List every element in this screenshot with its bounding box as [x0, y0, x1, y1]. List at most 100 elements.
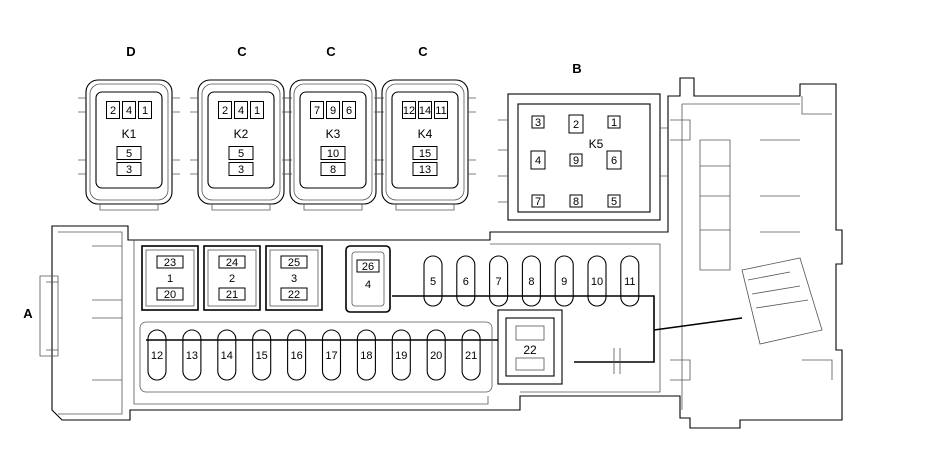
fuse-15-label: 15 [256, 350, 268, 362]
fuse-19: 19 [391, 329, 411, 381]
relay-k4-pin-14-label: 14 [419, 105, 431, 117]
relay-k4-pin-15: 15 [412, 146, 438, 160]
relay-k1-pin-3: 3 [116, 162, 142, 176]
relay-k3-pin-10-label: 10 [327, 148, 339, 160]
relay-k5 [498, 93, 668, 221]
fuse-11: 11 [620, 255, 640, 307]
relay-k2-name: K2 [234, 127, 249, 141]
relay-k5-pin-8: 8 [569, 194, 583, 208]
fuse-6-label: 6 [463, 276, 469, 288]
relay-k3-pin-8-label: 8 [330, 164, 336, 176]
relay-k2-pin-5-label: 5 [238, 148, 244, 160]
fuse-5: 5 [423, 255, 443, 307]
relay-k3-pin-6-label: 6 [346, 105, 352, 117]
relay-k5-pin-7: 7 [531, 194, 545, 208]
big-fuse-3-top: 25 [280, 255, 308, 269]
relay-k3-pin-7: 7 [310, 101, 324, 119]
relay-k5-pin-3-label: 3 [535, 117, 541, 129]
fuse-10: 10 [587, 255, 607, 307]
relay-k5-pin-9: 9 [569, 153, 583, 167]
relay-k5-pin-8-label: 8 [573, 196, 579, 208]
callout-b: B [572, 61, 581, 76]
fuse-4: 264 [345, 245, 391, 313]
callout-c-2: C [326, 44, 336, 59]
fuse-18-label: 18 [360, 350, 372, 362]
relay-k1-name: K1 [122, 127, 137, 141]
big-fuse-3: 25 3 22 [265, 245, 323, 311]
relay-k4-pin-15-label: 15 [419, 148, 431, 160]
relay-k5-pin-9-label: 9 [573, 155, 579, 167]
relay-k4-pin-13: 13 [412, 162, 438, 176]
fuse-13: 13 [182, 329, 202, 381]
fuse-15: 15 [252, 329, 272, 381]
relay-k1-pin-3-label: 3 [126, 164, 132, 176]
fuse-4-top-label: 26 [362, 261, 374, 273]
fuse-10-label: 10 [591, 276, 603, 288]
relay-k3-pin-9-label: 9 [330, 105, 336, 117]
fuse-21-label: 21 [465, 350, 477, 362]
fuse-22-housing [497, 309, 563, 385]
relay-k3-pin-8: 8 [320, 162, 346, 176]
callout-c-1: C [237, 44, 247, 59]
relay-k4-pin-14: 14 [418, 101, 432, 119]
fuse-7: 7 [489, 255, 509, 307]
relay-k5-pin-1-label: 1 [611, 117, 617, 129]
relay-k2-pin-2: 2 [218, 101, 232, 119]
relay-k2-pin-3: 3 [228, 162, 254, 176]
big-fuse-1-top-label: 23 [164, 257, 176, 269]
relay-k2-pin-2-label: 2 [222, 105, 228, 117]
fuse-20: 20 [426, 329, 446, 381]
big-fuse-1-top: 23 [156, 255, 184, 269]
callout-c-3: C [418, 44, 428, 59]
fuse-7-label: 7 [496, 276, 502, 288]
relay-k4-pin-11-label: 11 [435, 105, 446, 117]
fuse-16: 16 [287, 329, 307, 381]
relay-k3-pin-9: 9 [326, 101, 340, 119]
relay-k5-pin-7-label: 7 [535, 196, 541, 208]
big-fuse-2-number: 2 [229, 273, 235, 285]
fuse-13-label: 13 [186, 350, 198, 362]
fuse-11-label: 11 [624, 276, 635, 288]
big-fuse-3-bottom-label: 22 [288, 289, 300, 301]
relay-k1-pin-4-label: 4 [126, 105, 132, 117]
relay-k2-pin-1-label: 1 [254, 105, 260, 117]
relay-k2-pin-4: 4 [234, 101, 248, 119]
relay-k4-pin-13-label: 13 [419, 164, 431, 176]
relay-k1-pin-5-label: 5 [126, 148, 132, 160]
big-fuse-3-top-label: 25 [288, 257, 300, 269]
fuse-18: 18 [356, 329, 376, 381]
relay-k5-pin-2-label: 2 [573, 119, 579, 131]
fuse-12-label: 12 [151, 350, 163, 362]
big-fuse-3-number: 3 [291, 273, 297, 285]
fuse-9: 9 [554, 255, 574, 307]
relay-k1-pin-5: 5 [116, 146, 142, 160]
relay-k4-name: K4 [418, 127, 433, 141]
relay-k2-pin-1: 1 [250, 101, 264, 119]
fuse-20-label: 20 [430, 350, 442, 362]
relay-k5-pin-4: 4 [530, 150, 546, 170]
fuse-21: 21 [461, 329, 481, 381]
big-fuse-1-number: 1 [167, 273, 173, 285]
relay-k1-pin-1-label: 1 [142, 105, 148, 117]
relay-k5-pin-5-label: 5 [611, 196, 617, 208]
big-fuse-2-top-label: 24 [226, 257, 238, 269]
relay-k1-pin-4: 4 [122, 101, 136, 119]
relay-k5-pin-1: 1 [607, 115, 621, 129]
fuse-17: 17 [321, 329, 342, 381]
fuse-22-label: 22 [523, 343, 537, 357]
relay-k3-pin-6: 6 [342, 101, 356, 119]
relay-k2-pin-5: 5 [228, 146, 254, 160]
relay-k1-pin-1: 1 [138, 101, 152, 119]
callout-a: A [23, 306, 33, 321]
callout-d: D [126, 44, 135, 59]
relay-k4-pin-11: 11 [434, 101, 448, 119]
relay-k5-pin-5: 5 [607, 194, 621, 208]
fuse-8: 8 [521, 255, 541, 307]
relay-k3-pin-7-label: 7 [314, 105, 320, 117]
